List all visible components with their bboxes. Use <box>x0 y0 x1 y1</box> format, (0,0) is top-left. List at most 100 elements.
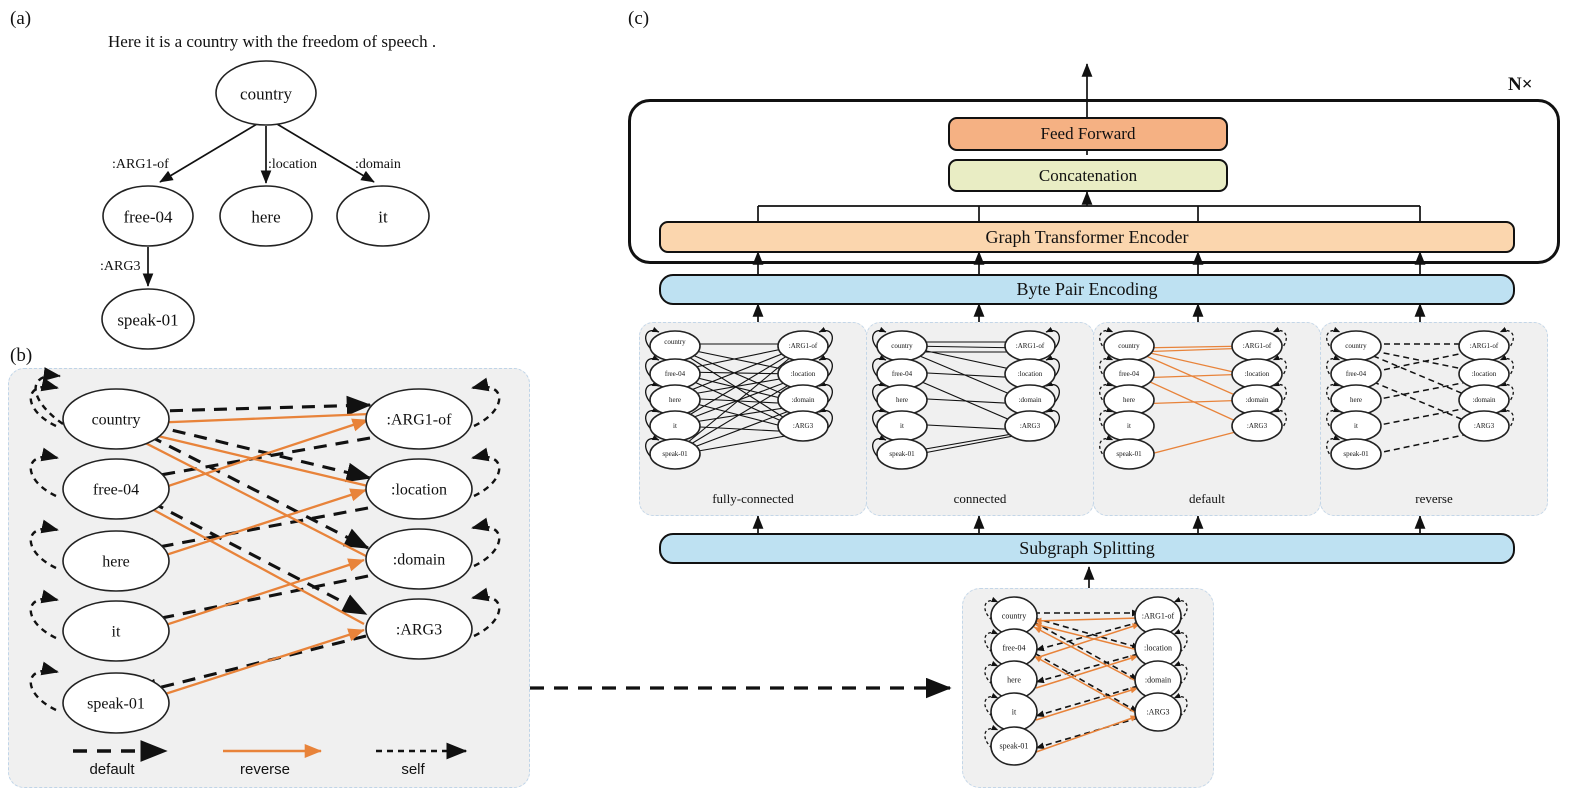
mini-node-label: free-04 <box>1346 370 1367 378</box>
mini-node-label: :ARG3 <box>1474 422 1495 430</box>
input-node-label: :location <box>1144 644 1172 653</box>
subgraph-label: reverse <box>1415 491 1453 506</box>
mini-graph-connected: country free-04 here it speak-01 :ARG1-o… <box>872 326 1060 470</box>
mini-node-label: it <box>900 422 904 430</box>
mini-node-label: :location <box>791 370 816 378</box>
bip-node-label: :ARG3 <box>396 622 442 639</box>
bip-node-arg3: :ARG3 <box>365 598 473 660</box>
input-node-label: :ARG1-of <box>1142 612 1175 621</box>
feed-forward-block[interactable]: Feed Forward <box>948 117 1228 151</box>
mini-node-label: here <box>669 396 681 404</box>
mini-graph-fully-connected: country free-04 here it speak-01 :ARG1-o… <box>645 326 833 470</box>
mini-node-label: :location <box>1245 370 1270 378</box>
amr-node-free04: free-04 <box>102 185 194 247</box>
mini-node-label: speak-01 <box>1116 450 1142 458</box>
amr-node-here: here <box>219 185 313 247</box>
panel-b-label: (b) <box>10 345 33 366</box>
bip-node-label: free-04 <box>93 482 139 499</box>
bip-node-arg1of: :ARG1-of <box>365 388 473 450</box>
input-graph-diagram: country free-04 here it speak-01 :ARG1-o… <box>984 596 1188 766</box>
bipartite-self-loops <box>29 367 501 712</box>
amr-tree-edge-labels: :ARG1-of :location :domain :ARG3 <box>100 157 401 274</box>
bipartite-reverse-edges <box>123 412 371 706</box>
mini-nodes: country free-04 here it speak-01 :ARG1-o… <box>1330 330 1510 470</box>
input-node-label: speak-01 <box>1000 742 1029 751</box>
mini-node-label: free-04 <box>1119 370 1140 378</box>
input-node-label: here <box>1007 676 1021 685</box>
mini-node-label: speak-01 <box>1343 450 1369 458</box>
mini-node-label: :domain <box>1473 396 1496 404</box>
mini-node-label: :ARG1-of <box>789 342 818 350</box>
amr-tree-nodes: country free-04 here it speak-01 <box>101 60 430 350</box>
mini-node-label: it <box>673 422 677 430</box>
mini-node-label: free-04 <box>665 370 686 378</box>
bip-node-here: here <box>62 530 170 592</box>
input-graph-reverse-edges <box>1033 617 1141 753</box>
panel-c-label: (c) <box>628 8 650 29</box>
input-graph-nodes: country free-04 here it speak-01 :ARG1-o… <box>990 596 1182 766</box>
mini-node-label: :domain <box>1019 396 1042 404</box>
concatenation-block[interactable]: Concatenation <box>948 159 1228 192</box>
mini-node-label: :ARG1-of <box>1243 342 1272 350</box>
mini-node-label: :domain <box>1246 396 1269 404</box>
mini-node-label: :ARG3 <box>793 422 814 430</box>
mini-graph-default: country free-04 here it speak-01 :ARG1-o… <box>1099 326 1287 470</box>
mini-node-label: :ARG1-of <box>1016 342 1045 350</box>
subgraph-label: default <box>1188 491 1226 506</box>
legend-label-reverse: reverse <box>239 761 291 778</box>
amr-node-speak01: speak-01 <box>101 288 195 350</box>
mini-node-label: country <box>1118 342 1140 350</box>
mini-self-loops <box>1099 326 1287 459</box>
bip-node-label: country <box>92 412 141 429</box>
mini-nodes: country free-04 here it speak-01 :ARG1-o… <box>1103 330 1283 470</box>
mini-graph-reverse: country free-04 here it speak-01 :ARG1-o… <box>1326 326 1514 470</box>
bip-node-domain: :domain <box>365 528 473 590</box>
input-node-label: it <box>1012 708 1017 717</box>
input-node-label: country <box>1002 612 1026 621</box>
mini-node-label: :ARG3 <box>1247 422 1268 430</box>
mini-node-label: here <box>1123 396 1135 404</box>
amr-node-country: country <box>215 60 317 126</box>
legend-label-self: self <box>401 761 425 778</box>
amr-node-label: here <box>251 208 280 227</box>
bip-node-label: :ARG1-of <box>387 412 453 429</box>
mini-node-label: speak-01 <box>889 450 915 458</box>
graph-transformer-encoder-block[interactable]: Graph Transformer Encoder <box>659 221 1515 253</box>
edge-label-arg1of: :ARG1-of <box>112 157 169 172</box>
bipartite-relation-nodes: :ARG1-of :location :domain :ARG3 <box>365 388 473 660</box>
mini-node-label: it <box>1354 422 1358 430</box>
mini-node-label: it <box>1127 422 1131 430</box>
edge-label-domain: :domain <box>355 157 401 172</box>
amr-node-label: free-04 <box>123 208 173 227</box>
amr-node-label: speak-01 <box>117 311 178 330</box>
input-node-label: :ARG3 <box>1146 708 1169 717</box>
mini-node-label: :location <box>1018 370 1043 378</box>
mini-node-label: here <box>896 396 908 404</box>
amr-node-label: country <box>240 85 292 104</box>
encoder-block-frame <box>628 99 1560 264</box>
mini-nodes: country free-04 here it speak-01 :ARG1-o… <box>876 330 1056 470</box>
mini-node-label: country <box>664 338 686 346</box>
subgraph-splitting-block[interactable]: Subgraph Splitting <box>659 533 1515 564</box>
bip-node-label: speak-01 <box>87 696 145 713</box>
mini-node-label: :location <box>1472 370 1497 378</box>
mini-node-label: country <box>1345 342 1367 350</box>
mini-nodes: country free-04 here it speak-01 :ARG1-o… <box>649 330 829 470</box>
amr-node-label: it <box>378 208 388 227</box>
amr-tree-diagram: :ARG1-of :location :domain :ARG3 country… <box>100 60 430 350</box>
bip-node-label: :domain <box>393 552 445 569</box>
legend-label-default: default <box>89 761 135 778</box>
input-node-label: :domain <box>1145 676 1171 685</box>
input-graph-self-loops <box>984 596 1188 749</box>
bip-node-label: :location <box>391 482 447 499</box>
bip-node-label: it <box>112 624 121 641</box>
subgraph-label: connected <box>953 491 1007 506</box>
bip-node-speak01: speak-01 <box>62 672 170 734</box>
byte-pair-encoding-block[interactable]: Byte Pair Encoding <box>659 274 1515 305</box>
mini-node-label: speak-01 <box>662 450 688 458</box>
bip-node-label: here <box>102 554 130 571</box>
bipartite-graph-diagram: country free-04 here it speak-01 :ARG1-o… <box>29 367 501 762</box>
panel-a-label: (a) <box>10 8 32 29</box>
amr-source-sentence: Here it is a country with the freedom of… <box>108 32 437 51</box>
bip-node-free04: free-04 <box>62 458 170 520</box>
